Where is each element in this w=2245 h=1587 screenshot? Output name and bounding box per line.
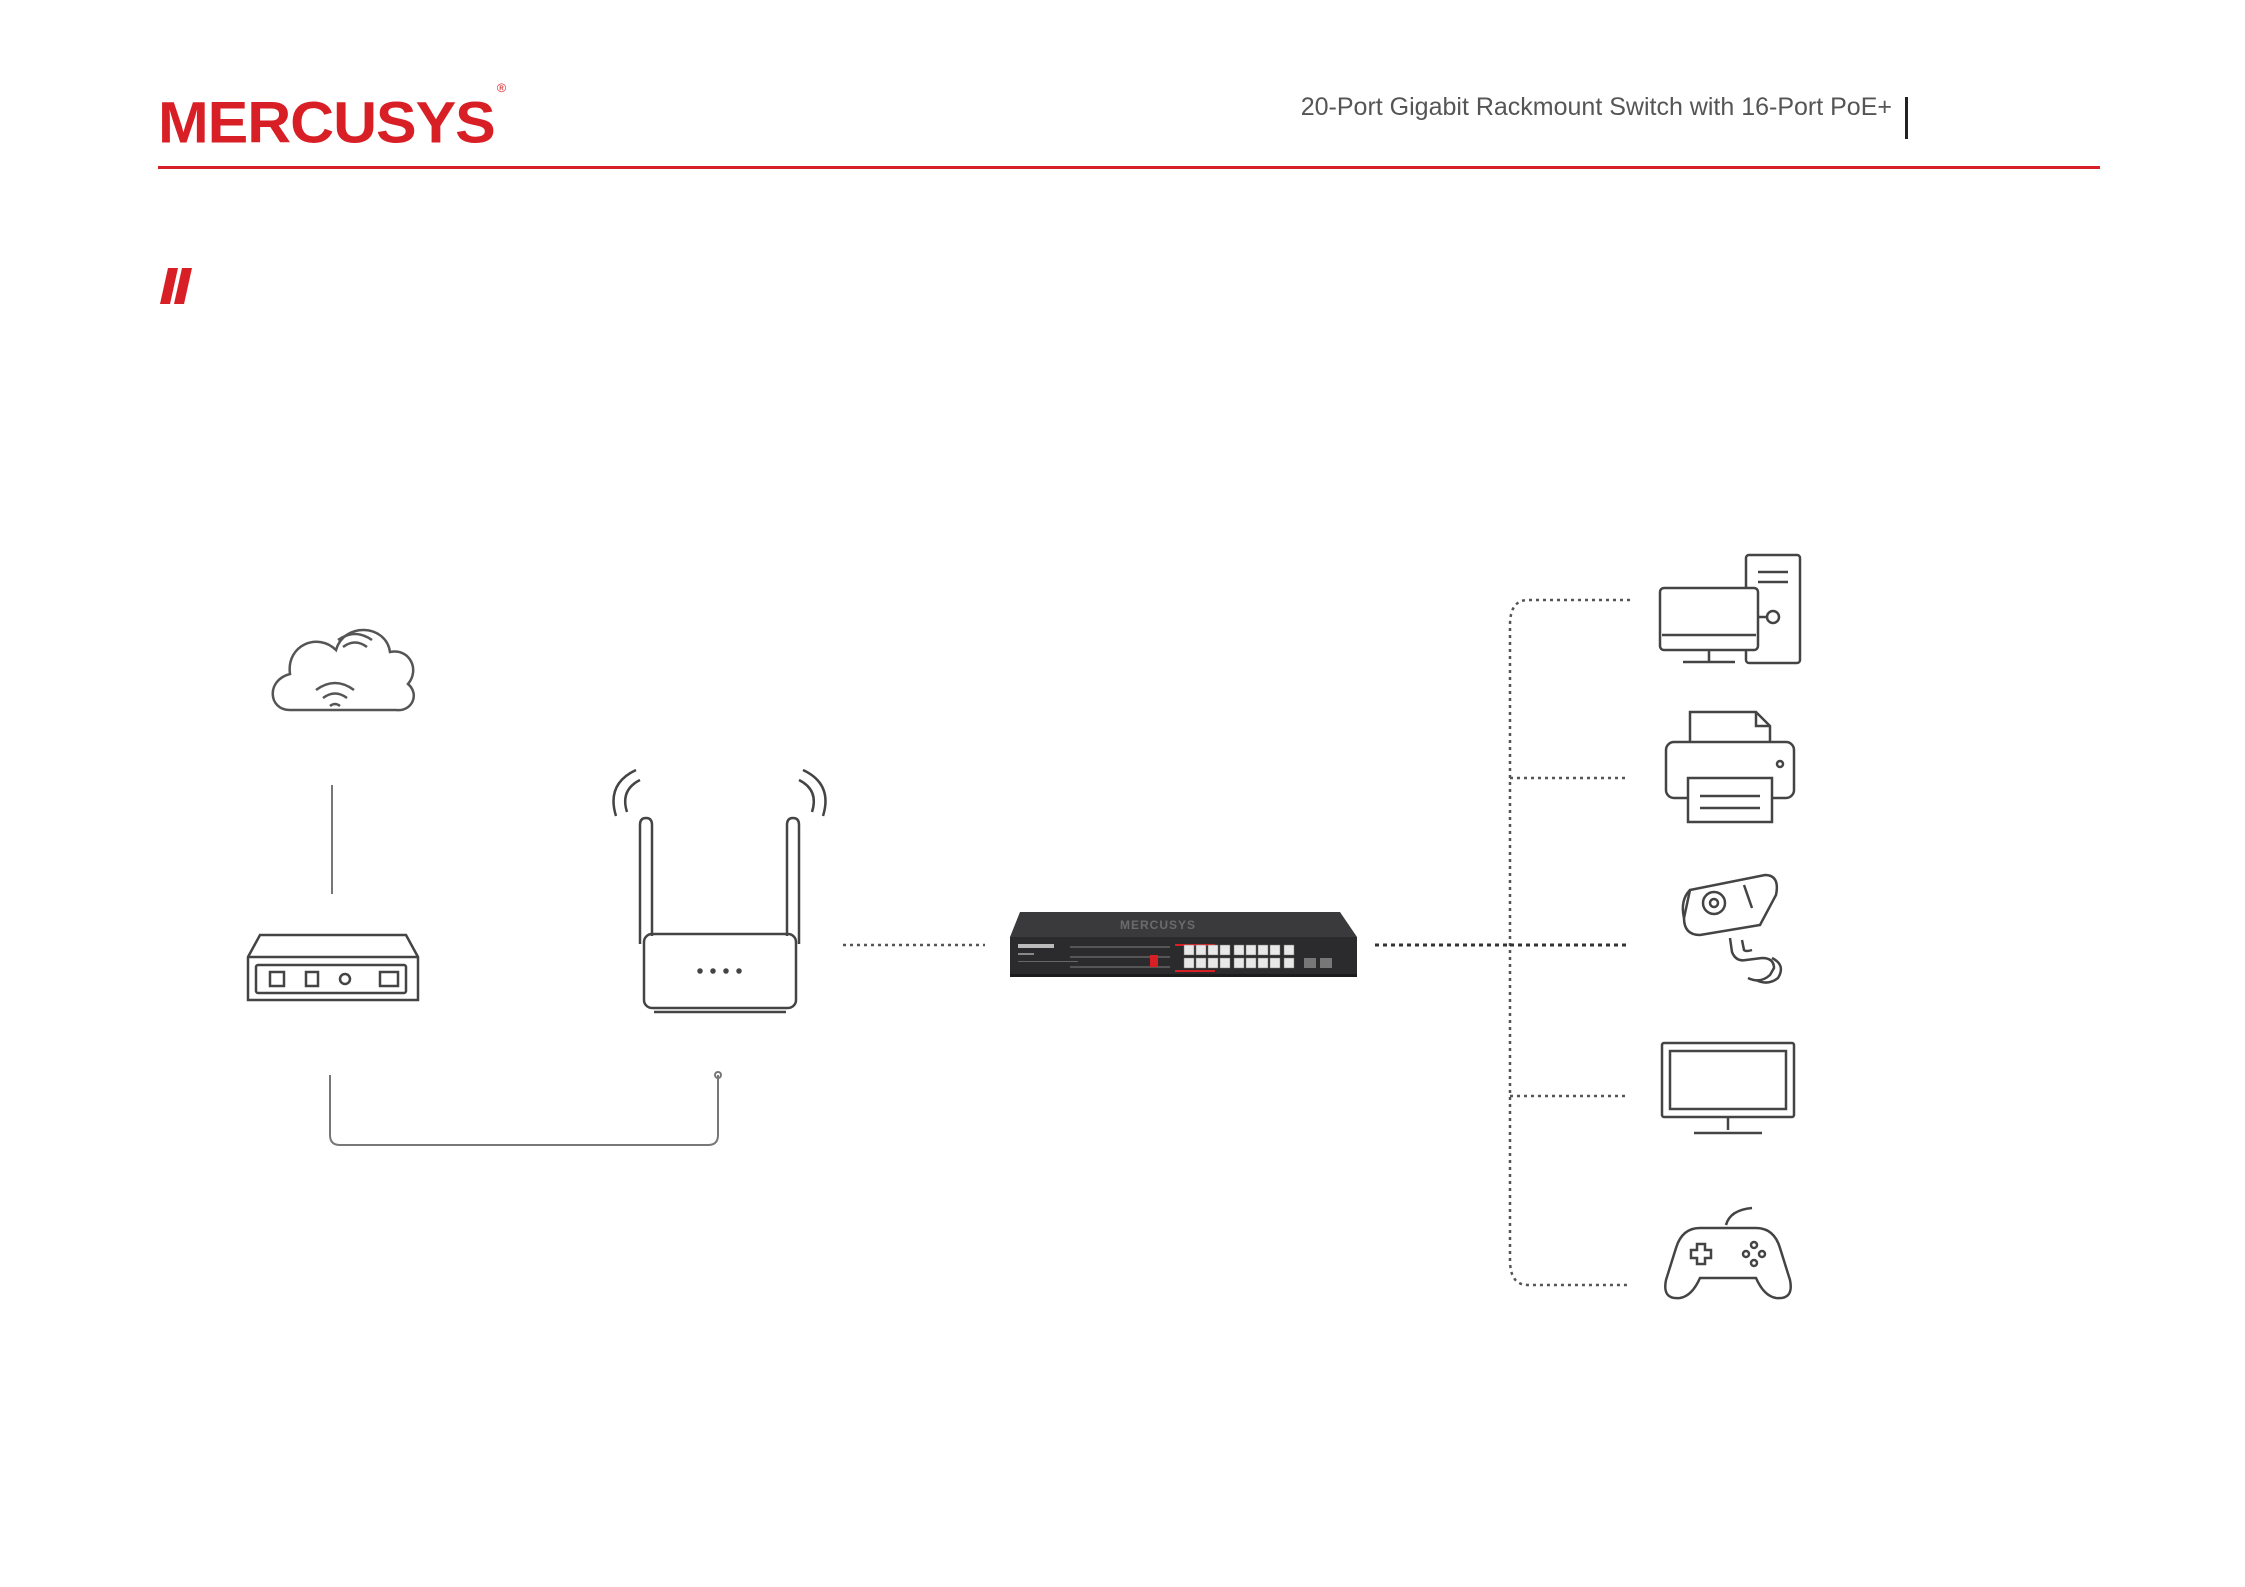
device-bus xyxy=(1510,600,1630,1285)
switch-logo: MERCUSYS xyxy=(1120,918,1196,932)
ip-camera-icon xyxy=(1683,875,1781,983)
monitor-icon xyxy=(1662,1043,1794,1133)
poe-switch: MERCUSYS xyxy=(1010,912,1357,977)
router-icon xyxy=(614,770,826,1012)
modem-router-link xyxy=(330,1075,718,1145)
gamepad-icon xyxy=(1665,1208,1790,1298)
printer-icon xyxy=(1666,712,1794,822)
modem-icon xyxy=(248,935,418,1000)
desktop-pc-icon xyxy=(1660,555,1800,663)
cloud-wifi-icon xyxy=(273,630,414,710)
